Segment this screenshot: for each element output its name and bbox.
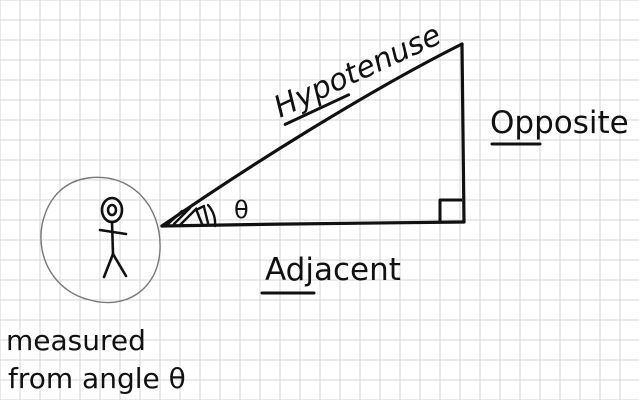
note-line-2: from angle θ <box>8 362 186 395</box>
stick-figure-icon <box>98 196 128 279</box>
hypotenuse-side <box>160 42 464 228</box>
adjacent-side <box>160 220 466 228</box>
adjacent-label: Adjacent <box>265 252 401 288</box>
angle-hatch <box>166 203 217 228</box>
note-line-1: measured <box>6 324 146 357</box>
hypotenuse-underline <box>283 93 351 126</box>
right-triangle <box>160 42 466 228</box>
opposite-side <box>460 42 466 224</box>
observer-circle <box>40 176 161 304</box>
opposite-label: Opposite <box>490 105 629 141</box>
theta-label: θ <box>234 196 249 224</box>
right-angle-marker-icon <box>438 198 462 222</box>
